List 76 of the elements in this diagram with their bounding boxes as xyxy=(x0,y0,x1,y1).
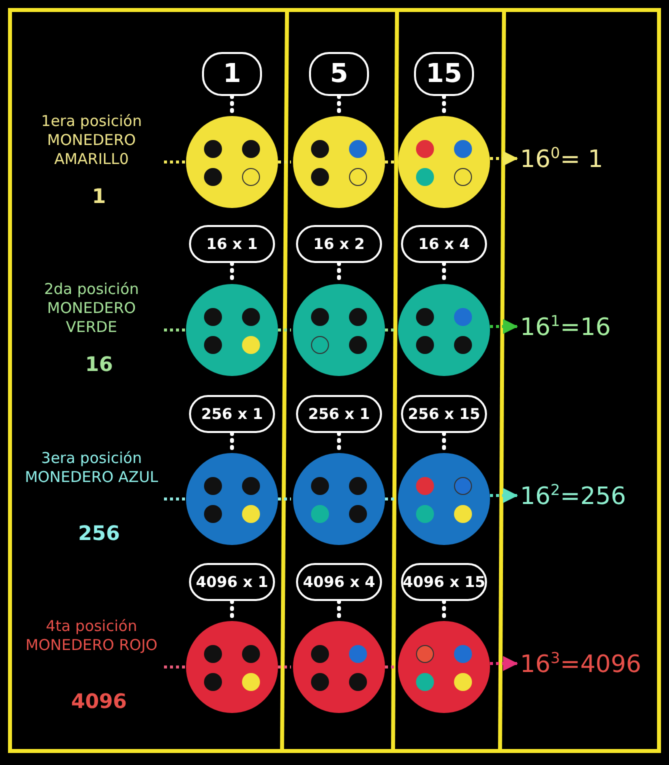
coin xyxy=(454,645,472,663)
coin xyxy=(416,168,434,186)
coin xyxy=(204,645,222,663)
coin xyxy=(454,673,472,691)
position-label: 2da posición MONEDERO VERDE xyxy=(43,280,140,336)
coin xyxy=(311,140,329,158)
thought-bubble: 4096 x 15 xyxy=(401,563,487,601)
coin xyxy=(416,505,434,523)
position-label: 4ta posición MONEDERO ROJO xyxy=(24,617,158,654)
coin xyxy=(349,645,367,663)
coin xyxy=(454,505,472,523)
coin xyxy=(242,505,260,523)
coin xyxy=(416,308,434,326)
coin xyxy=(454,140,472,158)
coin xyxy=(204,505,222,523)
coin xyxy=(311,308,329,326)
coin xyxy=(311,673,329,691)
thought-bubble: 16 x 2 xyxy=(296,225,382,263)
dotted-arrow xyxy=(490,656,518,671)
coin xyxy=(242,645,260,663)
coin xyxy=(311,505,329,523)
coin xyxy=(454,477,472,495)
coin xyxy=(242,140,260,158)
coin xyxy=(204,168,222,186)
coin xyxy=(242,168,260,186)
coin xyxy=(204,673,222,691)
coin xyxy=(349,477,367,495)
thought-bubble: 256 x 15 xyxy=(401,395,487,433)
power-expression: 16$^{3}$=4096 xyxy=(520,651,642,676)
thought-bubble: 1 xyxy=(202,52,262,96)
coin xyxy=(242,308,260,326)
place-value: 1 xyxy=(91,184,107,208)
coin xyxy=(349,308,367,326)
coin xyxy=(311,336,329,354)
coin xyxy=(349,168,367,186)
coin xyxy=(242,673,260,691)
thought-bubble: 5 xyxy=(309,52,369,96)
coin xyxy=(349,673,367,691)
thought-bubble: 15 xyxy=(414,52,474,96)
coin xyxy=(416,477,434,495)
coin xyxy=(204,336,222,354)
coin xyxy=(349,505,367,523)
coin xyxy=(454,168,472,186)
position-label: 1era posición MONEDERO AMARILL0 xyxy=(40,112,143,168)
power-expression: 16$^{0}$= 1 xyxy=(520,146,604,171)
place-value: 16 xyxy=(84,352,114,376)
coin xyxy=(204,140,222,158)
coin xyxy=(416,336,434,354)
coin xyxy=(311,645,329,663)
power-expression: 16$^{2}$=256 xyxy=(520,483,626,508)
coin xyxy=(416,140,434,158)
coin xyxy=(416,673,434,691)
place-value: 4096 xyxy=(70,689,128,713)
coin xyxy=(454,308,472,326)
power-expression: 16$^{1}$=16 xyxy=(520,314,611,339)
thought-bubble: 16 x 1 xyxy=(189,225,275,263)
thought-bubble: 4096 x 1 xyxy=(189,563,275,601)
coin xyxy=(454,336,472,354)
coin xyxy=(204,477,222,495)
position-label: 3era posición MONEDERO AZUL xyxy=(24,449,159,486)
coin xyxy=(242,477,260,495)
thought-bubble: 16 x 4 xyxy=(401,225,487,263)
coin xyxy=(311,168,329,186)
coin xyxy=(311,477,329,495)
thought-bubble: 4096 x 4 xyxy=(296,563,382,601)
coin xyxy=(349,140,367,158)
thought-bubble: 256 x 1 xyxy=(189,395,275,433)
dotted-arrow xyxy=(490,488,518,503)
coin xyxy=(416,645,434,663)
coin xyxy=(204,308,222,326)
coin xyxy=(349,336,367,354)
place-value: 256 xyxy=(77,521,121,545)
dotted-arrow xyxy=(490,319,518,334)
dotted-arrow xyxy=(490,151,518,166)
thought-bubble: 256 x 1 xyxy=(296,395,382,433)
coin xyxy=(242,336,260,354)
